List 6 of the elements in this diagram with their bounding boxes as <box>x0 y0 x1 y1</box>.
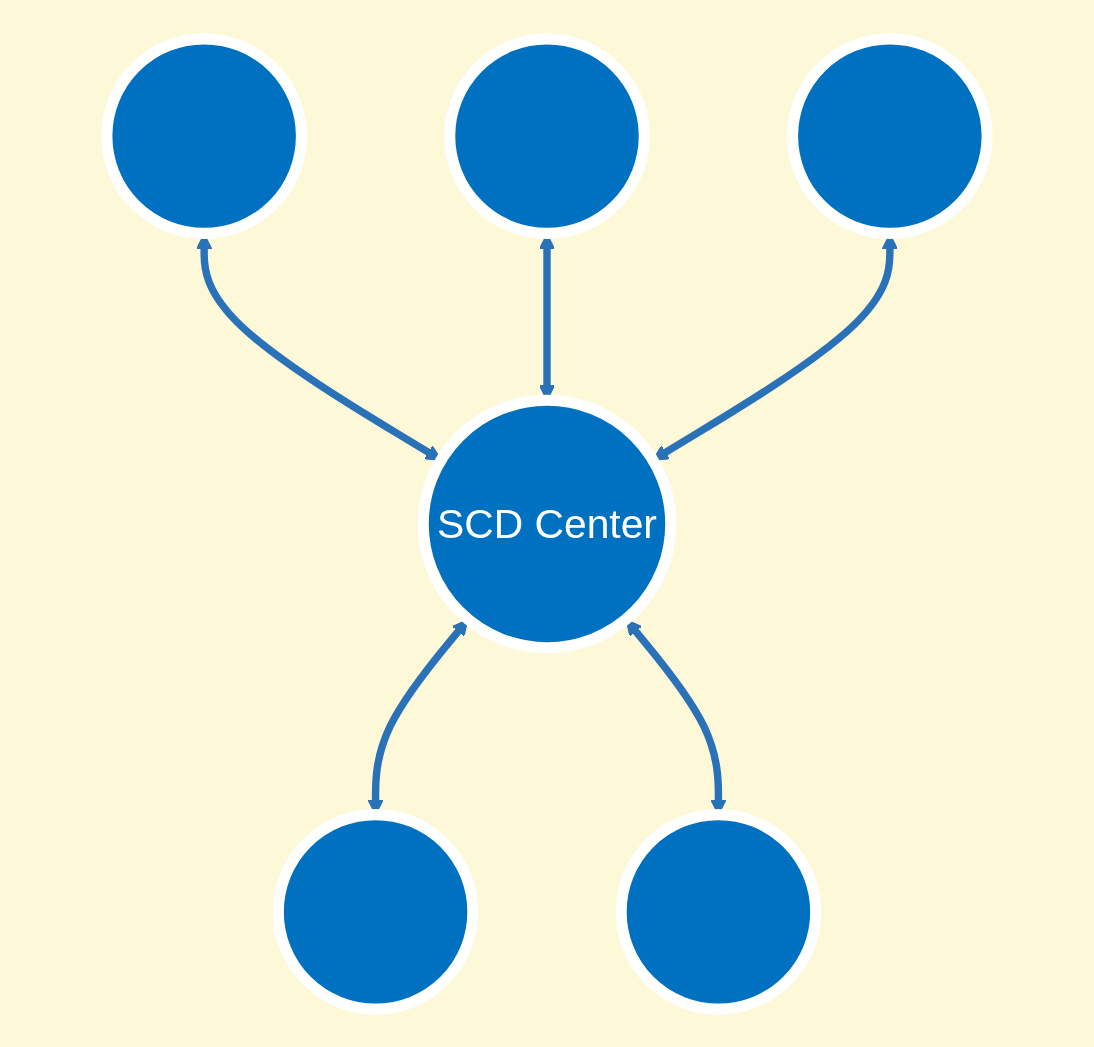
node-circle <box>444 32 650 239</box>
node-circle <box>101 32 307 239</box>
node-circle <box>787 32 993 239</box>
node-circle: SCD Center <box>417 394 677 653</box>
node-circle <box>272 808 479 1015</box>
node-circle <box>615 808 822 1015</box>
